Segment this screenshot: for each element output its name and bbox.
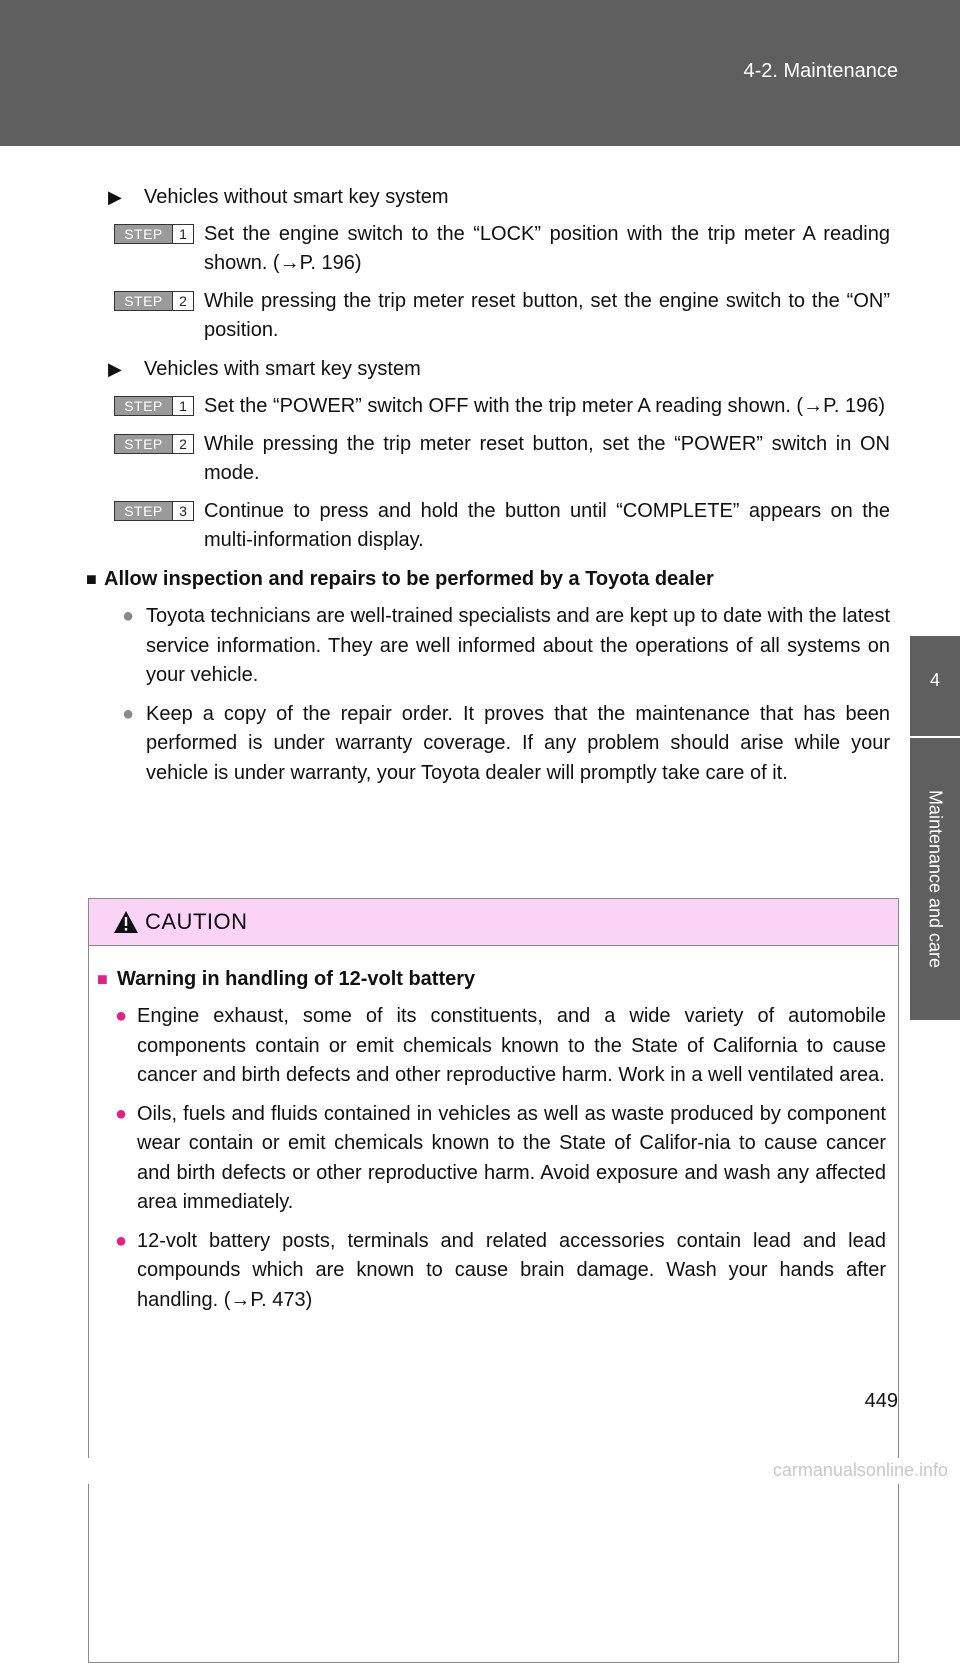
warning-triangle-icon: [114, 911, 138, 933]
square-icon: ■: [97, 969, 108, 989]
step-text: Set the engine switch to the “LOCK” posi…: [204, 223, 890, 274]
circle-icon: ●: [122, 702, 135, 725]
list-item: ● Toyota technicians are well-trained sp…: [100, 602, 890, 691]
circle-icon: ●: [115, 1005, 128, 1027]
step-text: Continue to press and hold the button un…: [204, 500, 890, 551]
square-icon: ■: [86, 569, 97, 589]
page-number: 449: [864, 1390, 898, 1412]
caution-item: ● Oils, fuels and fluids contained in ve…: [97, 1100, 886, 1218]
caution-item: ● 12-volt battery posts, terminals and r…: [97, 1227, 886, 1316]
chapter-label: Maintenance and care: [925, 789, 946, 969]
triangle-right-icon: ▶: [108, 187, 122, 207]
chapter-side-tab: 4 Maintenance and care: [910, 636, 960, 1020]
triangle-right-icon: ▶: [108, 359, 122, 379]
caution-body: ■ Warning in handling of 12-volt battery…: [89, 946, 898, 1315]
watermark: carmanualsonline.info: [772, 1460, 948, 1480]
section-title: 4-2. Maintenance: [743, 60, 898, 82]
footer-watermark-bar: carmanualsonline.info: [0, 1458, 960, 1484]
chapter-label-box: Maintenance and care: [910, 738, 960, 1020]
step-text: Set the “POWER” switch OFF with the trip…: [204, 395, 885, 417]
caution-title: CAUTION: [145, 909, 248, 934]
caution-item: ● Engine exhaust, some of its constituen…: [97, 1002, 886, 1091]
list-item: ● Keep a copy of the repair order. It pr…: [100, 700, 890, 789]
section-heading: ■ Allow inspection and repairs to be per…: [86, 564, 890, 594]
page-header: 4-2. Maintenance: [0, 0, 960, 146]
step-text: While pressing the trip meter reset butt…: [204, 290, 890, 341]
circle-icon: ●: [115, 1229, 128, 1252]
subsection-title: ▶ Vehicles without smart key system: [100, 182, 890, 212]
step-text: While pressing the trip meter reset butt…: [204, 433, 890, 484]
caution-heading: ■ Warning in handling of 12-volt battery: [97, 964, 886, 994]
main-content: ▶ Vehicles without smart key system STEP…: [86, 182, 890, 797]
chapter-number: 4: [910, 636, 960, 738]
circle-icon: ●: [115, 1102, 128, 1125]
caution-header: CAUTION: [89, 899, 898, 946]
subsection-title: ▶ Vehicles with smart key system: [100, 354, 890, 384]
circle-icon: ●: [122, 605, 135, 627]
caution-box: CAUTION ■ Warning in handling of 12-volt…: [88, 898, 899, 1663]
